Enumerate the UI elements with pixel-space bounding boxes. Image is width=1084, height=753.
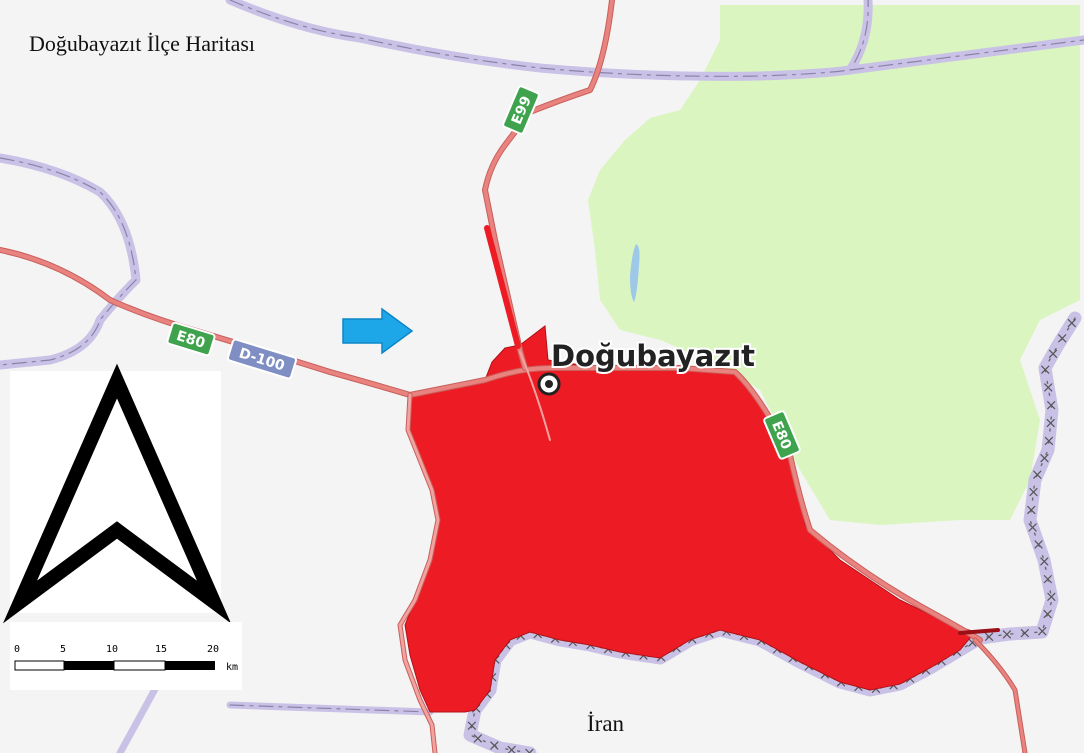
border-cross-mark bbox=[467, 721, 476, 730]
border-cross-mark bbox=[1041, 365, 1050, 374]
border-cross-mark bbox=[1034, 540, 1043, 549]
scale-tick-5: 5 bbox=[60, 644, 66, 655]
road-network bbox=[0, 0, 1028, 753]
border-cross-mark bbox=[1043, 575, 1052, 584]
lake bbox=[630, 244, 640, 302]
border-cross-mark bbox=[1047, 592, 1056, 601]
city-center-icon bbox=[537, 372, 561, 396]
border-cross-mark bbox=[473, 734, 482, 743]
border-cross-mark bbox=[1067, 318, 1076, 328]
border-cross-mark bbox=[1043, 609, 1052, 619]
forest-area bbox=[588, 5, 1080, 525]
border-cross-mark bbox=[1033, 470, 1042, 479]
border-cross-mark bbox=[1027, 505, 1036, 515]
border-cross-mark bbox=[1044, 436, 1054, 446]
scale-segment-3 bbox=[113, 660, 166, 671]
border-cross-mark bbox=[507, 745, 516, 753]
scale-tick-0: 0 bbox=[14, 644, 20, 655]
border-cross-mark bbox=[1038, 627, 1047, 636]
scale-segment-2 bbox=[64, 661, 114, 670]
city-label: Doğubayazıt bbox=[551, 339, 755, 373]
border-cross-mark bbox=[1020, 628, 1029, 638]
scale-segment-4 bbox=[165, 661, 215, 670]
border-cross-mark bbox=[1028, 523, 1037, 532]
scale-tick-15: 15 bbox=[155, 644, 167, 655]
border-cross-mark bbox=[1046, 418, 1055, 428]
scale-tick-20: 20 bbox=[207, 644, 219, 655]
scale-unit: km bbox=[226, 662, 238, 673]
road-shield-e80-west: E80 bbox=[166, 321, 216, 357]
border-cross-mark bbox=[1002, 630, 1011, 639]
border-cross-mark bbox=[1048, 349, 1058, 358]
scale-tick-10: 10 bbox=[106, 644, 118, 655]
border-cross-mark bbox=[1058, 334, 1067, 343]
map-title: Doğubayazıt İlçe Haritası bbox=[29, 31, 255, 56]
country-label: İran bbox=[587, 711, 625, 736]
north-arrow-icon bbox=[2, 363, 232, 624]
border-cross-mark bbox=[1040, 557, 1049, 566]
border-cross-mark bbox=[1040, 454, 1049, 463]
border-cross-mark bbox=[984, 632, 994, 641]
scale-bar: 0 5 10 15 20 km bbox=[10, 622, 242, 690]
arrow-right-icon bbox=[342, 307, 414, 355]
scale-segment-1 bbox=[14, 660, 65, 671]
border-cross-mark bbox=[1044, 383, 1053, 392]
border-cross-mark bbox=[490, 741, 499, 750]
border-cross-mark bbox=[1029, 488, 1038, 497]
border-cross-mark bbox=[1047, 401, 1056, 410]
scale-bar-background bbox=[10, 622, 242, 690]
north-arrow-panel bbox=[2, 363, 232, 624]
